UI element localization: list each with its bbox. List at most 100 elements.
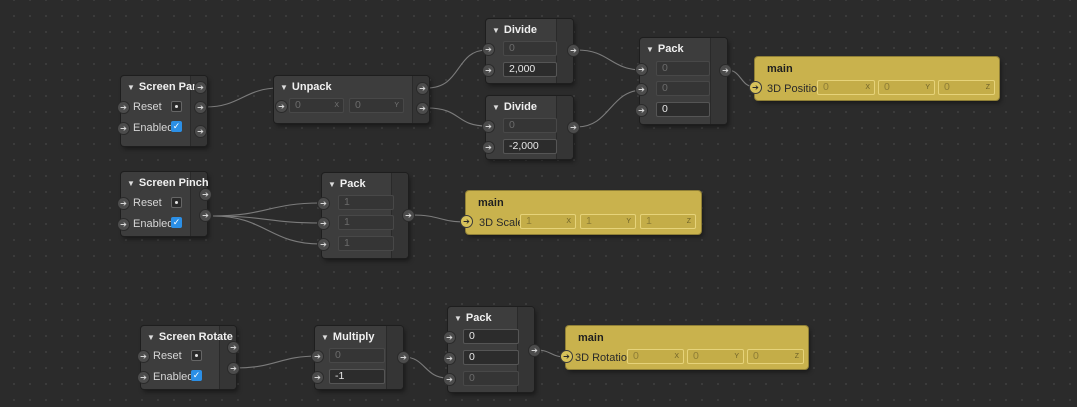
divide-node-top[interactable]: ▼Divide ➔ 0 ➔ 2,000 ➔: [482, 19, 580, 83]
pack-y-field[interactable]: 0: [463, 350, 519, 365]
multiply-node[interactable]: ▼Multiply ➔ 0 ➔ -1 ➔: [311, 326, 410, 389]
input-port-1[interactable]: ➔: [482, 120, 495, 133]
output-port-2[interactable]: ➔: [199, 209, 212, 222]
collapse-caret-icon[interactable]: ▼: [280, 83, 288, 92]
position-input-port[interactable]: ➔: [749, 81, 762, 94]
output-x-port[interactable]: ➔: [416, 82, 429, 95]
pack-z-field[interactable]: 0: [656, 102, 710, 117]
output-port-1[interactable]: ➔: [194, 81, 207, 94]
divide-input-2-field[interactable]: 2,000: [503, 62, 557, 77]
collapse-caret-icon[interactable]: ▼: [127, 179, 135, 188]
multiply-input-2-field[interactable]: -1: [329, 369, 385, 384]
input-port-3[interactable]: ➔: [635, 104, 648, 117]
patch-title: main: [578, 332, 604, 344]
input-port-2[interactable]: ➔: [317, 217, 330, 230]
collapse-caret-icon[interactable]: ▼: [127, 83, 135, 92]
enabled-checkbox[interactable]: ✓: [191, 370, 202, 381]
input-port-1[interactable]: ➔: [311, 350, 324, 363]
output-port[interactable]: ➔: [567, 121, 580, 134]
output-port-3[interactable]: ➔: [194, 125, 207, 138]
pack-x-field[interactable]: 0: [463, 329, 519, 344]
input-port-2[interactable]: ➔: [635, 83, 648, 96]
pack-x-field[interactable]: 1: [338, 195, 394, 210]
reset-input-port[interactable]: ➔: [117, 197, 130, 210]
collapse-caret-icon[interactable]: ▼: [492, 26, 500, 35]
pack-node-top[interactable]: ▼Pack ➔ 0 ➔ 0 ➔ 0 ➔: [635, 38, 732, 124]
reset-input-port[interactable]: ➔: [137, 350, 150, 363]
collapse-caret-icon[interactable]: ▼: [646, 45, 654, 54]
pack-y-field[interactable]: 1: [338, 215, 394, 230]
multiply-input-1-field[interactable]: 0: [329, 348, 385, 363]
input-port-1[interactable]: ➔: [482, 43, 495, 56]
divide-node-bottom[interactable]: ▼Divide ➔ 0 ➔ -2,000 ➔: [482, 96, 580, 159]
enabled-input-port[interactable]: ➔: [117, 218, 130, 231]
input-port-2[interactable]: ➔: [443, 352, 456, 365]
output-port[interactable]: ➔: [397, 351, 410, 364]
input-port-1[interactable]: ➔: [635, 63, 648, 76]
enabled-input-port[interactable]: ➔: [117, 122, 130, 135]
output-port[interactable]: ➔: [719, 64, 732, 77]
output-port[interactable]: ➔: [567, 44, 580, 57]
output-port-1[interactable]: ➔: [199, 188, 212, 201]
screen-rotate-node[interactable]: ▼Screen Rotate ➔ Reset ➔ Enabled ✓ ➔ ➔: [137, 326, 240, 389]
reset-pulse-toggle[interactable]: [171, 197, 182, 208]
enabled-checkbox[interactable]: ✓: [171, 121, 182, 132]
reset-pulse-toggle[interactable]: [191, 350, 202, 361]
enabled-input-port[interactable]: ➔: [137, 371, 150, 384]
collapse-caret-icon[interactable]: ▼: [454, 314, 462, 323]
output-y-port[interactable]: ➔: [416, 102, 429, 115]
output-port-1[interactable]: ➔: [227, 341, 240, 354]
pack-node-bottom[interactable]: ▼Pack ➔ 0 ➔ 0 ➔ 0 ➔: [443, 307, 541, 392]
pack-z-field[interactable]: 0: [463, 371, 519, 386]
output-port-2[interactable]: ➔: [227, 362, 240, 375]
divide-input-2-field[interactable]: -2,000: [503, 139, 557, 154]
scale-input-port[interactable]: ➔: [460, 215, 473, 228]
pack-y-field[interactable]: 0: [656, 81, 710, 96]
node-title: ▼Pack: [454, 312, 492, 324]
input-port-1[interactable]: ➔: [443, 331, 456, 344]
screen-pan-node[interactable]: ▼Screen Pan ➔ Reset ➔ Enabled ✓ ➔ ➔ ➔: [117, 76, 207, 146]
input-port-2[interactable]: ➔: [482, 141, 495, 154]
node-title: ▼Screen Pinch: [127, 177, 209, 189]
output-port[interactable]: ➔: [528, 344, 541, 357]
collapse-caret-icon[interactable]: ▼: [321, 333, 329, 342]
wire-rotate-multiply: [235, 355, 319, 369]
vector-input-port[interactable]: ➔: [275, 100, 288, 113]
collapse-caret-icon[interactable]: ▼: [328, 180, 336, 189]
input-port-2[interactable]: ➔: [311, 371, 324, 384]
reset-input-port[interactable]: ➔: [117, 101, 130, 114]
input-port-3[interactable]: ➔: [443, 373, 456, 386]
divide-input-1-field[interactable]: 0: [503, 118, 557, 133]
rotation-input-port[interactable]: ➔: [560, 350, 573, 363]
enabled-checkbox[interactable]: ✓: [171, 217, 182, 228]
reset-pulse-toggle[interactable]: [171, 101, 182, 112]
collapse-caret-icon[interactable]: ▼: [147, 333, 155, 342]
input-port-2[interactable]: ➔: [482, 64, 495, 77]
collapse-caret-icon[interactable]: ▼: [492, 103, 500, 112]
screen-pinch-node[interactable]: ▼Screen Pinch ➔ Reset ➔ Enabled ✓ ➔ ➔: [117, 172, 212, 236]
divide-input-1-field[interactable]: 0: [503, 41, 557, 56]
output-port-2[interactable]: ➔: [194, 101, 207, 114]
output-port[interactable]: ➔: [402, 209, 415, 222]
wire-divide-bottom-pack: [576, 89, 644, 128]
pack-node-middle[interactable]: ▼Pack ➔ 1 ➔ 1 ➔ 1 ➔: [317, 173, 415, 258]
input-port-1[interactable]: ➔: [317, 197, 330, 210]
pack-z-field[interactable]: 1: [338, 236, 394, 251]
pack-x-field[interactable]: 0: [656, 61, 710, 76]
input-port-3[interactable]: ➔: [317, 238, 330, 251]
